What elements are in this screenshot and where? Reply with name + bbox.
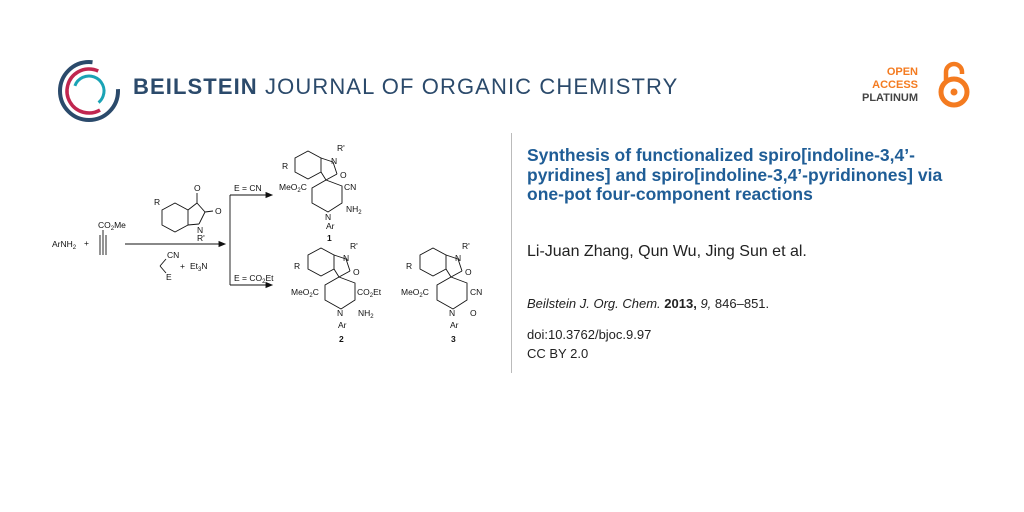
product2-co2et: CO2Et [357,287,382,299]
isatin-o2: O [215,206,222,216]
reagent-arnh2: ArNH2 [52,239,77,251]
product2-r2: R' [350,241,358,251]
product1-label: 1 [327,233,332,243]
product3-r2: R' [462,241,470,251]
product3-label: 3 [451,334,456,344]
plus-sign: + [84,238,89,248]
reaction-scheme: ArNH2 + CO2Me R O O N R' CN E + Et3N E =… [52,143,482,344]
product2-label: 2 [339,334,344,344]
product3-cn: CN [470,287,482,297]
open-lock-icon [938,61,970,108]
product2-nh2: NH2 [358,308,374,320]
condition-bottom: E = CO2Et [234,273,274,285]
divider [511,133,512,373]
open-access-line3: PLATINUM [862,92,919,104]
open-access-line1: OPEN [886,66,919,78]
article-license[interactable]: CC BY 2.0 [527,346,589,361]
journal-abbrev: Beilstein J. Org. Chem. [527,296,661,311]
article-doi[interactable]: doi:10.3762/bjoc.9.97 [527,327,652,342]
reagent-cn: CN [167,250,179,260]
citation-year: 2013, [664,296,697,311]
reagent-e: E [166,272,172,282]
article-citation: Beilstein J. Org. Chem. 2013, 9, 846–851… [527,296,769,311]
product3-o2: O [470,308,477,318]
product1-r2: R' [337,143,345,153]
product2-n2: N [337,308,343,318]
product1-nh2: NH2 [346,204,362,216]
journal-name: BEILSTEIN JOURNAL OF ORGANIC CHEMISTRY [133,74,678,100]
isatin-r: R [154,197,160,207]
product2-ar: Ar [338,320,347,330]
plus-sign-2: + [180,261,185,271]
open-access-line2: ACCESS [872,79,919,91]
product1-cn: CN [344,182,356,192]
beilstein-circles-icon [58,60,120,122]
article-title[interactable]: Synthesis of functionalized spiro[indoli… [527,145,943,204]
open-access-badge: OPEN ACCESS PLATINUM [862,66,918,105]
product2-n: N [343,253,349,263]
citation-volume: 9, [700,296,712,311]
product1-n2: N [325,212,331,222]
isatin-r2: R' [197,233,205,243]
article-authors: Li-Juan Zhang, Qun Wu, Jing Sun et al. [527,243,807,260]
product3-n: N [455,253,461,263]
product3-r: R [406,261,412,271]
product1-ar: Ar [326,221,335,231]
citation-pages: 846–851. [714,296,770,311]
product1-n: N [331,156,337,166]
product1-r: R [282,161,288,171]
journal-name-bold: BEILSTEIN [133,74,258,99]
product2-meo2c: MeO2C [291,287,319,299]
isatin-o1: O [194,183,201,193]
product1-meo2c: MeO2C [279,182,307,194]
condition-top: E = CN [234,183,262,193]
product3-o: O [465,267,472,277]
product1-o: O [340,170,347,180]
product2-r: R [294,261,300,271]
product3-meo2c: MeO2C [401,287,429,299]
journal-name-rest: JOURNAL OF ORGANIC CHEMISTRY [265,74,679,99]
reagent-co2me: CO2Me [98,220,126,232]
product3-n2: N [449,308,455,318]
reagent-et3n: Et3N [190,261,208,273]
product3-ar: Ar [450,320,459,330]
isatin-n: N [197,225,203,235]
product2-o: O [353,267,360,277]
